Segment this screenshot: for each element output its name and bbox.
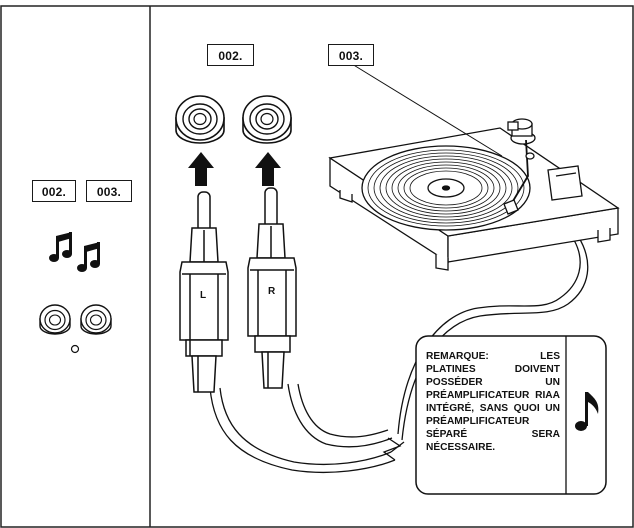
sidebar-label-003: 003.	[86, 180, 132, 202]
rca-cap-left	[175, 95, 225, 144]
turntable	[328, 118, 620, 271]
plug-left-letter: L	[200, 290, 207, 301]
rca-cap-right	[242, 95, 292, 144]
music-note-icon	[575, 392, 599, 431]
rca-plug-right	[247, 187, 297, 389]
turntable-label-003: 003.	[328, 44, 374, 66]
caps-label-002: 002.	[207, 44, 254, 66]
sidebar-label-002: 002.	[32, 180, 76, 202]
rca-plug-left	[179, 191, 229, 393]
arrow-up-icon	[188, 152, 214, 186]
rca-caps-icon	[39, 304, 112, 354]
music-notes-icon	[49, 232, 100, 272]
arrow-up-icon-right	[255, 152, 281, 186]
plug-right-letter: R	[268, 286, 276, 297]
note-box	[415, 335, 607, 495]
preamp-note-text: REMARQUE: LES PLATINES DOIVENT POSSÉDER …	[426, 351, 560, 453]
